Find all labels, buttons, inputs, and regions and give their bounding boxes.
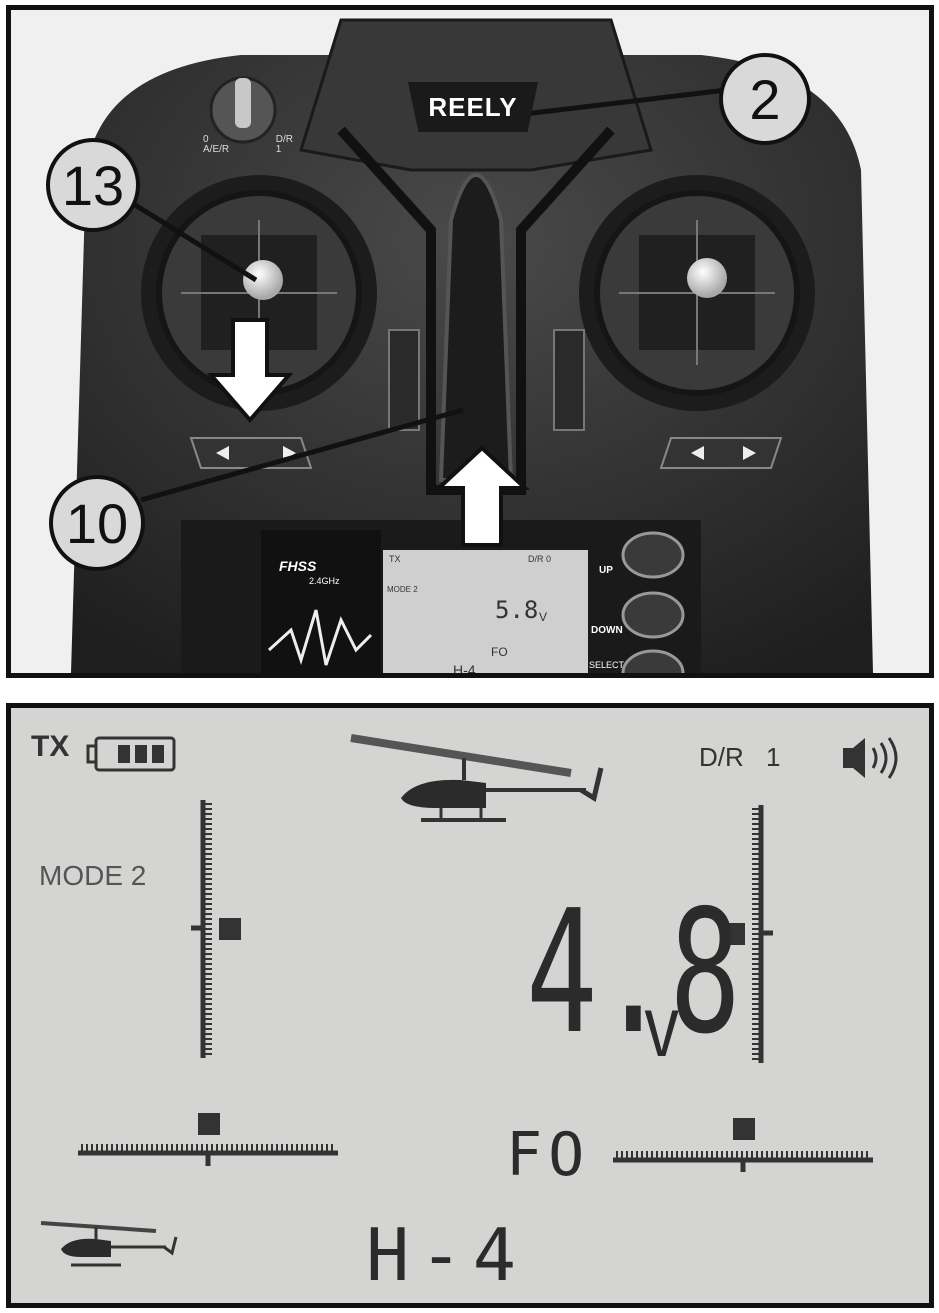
mode-label: MODE 2 — [39, 860, 147, 891]
mini-lcd: TX D/R 0 MODE 2 5.8 V FO H-4 — [383, 550, 588, 673]
small-helicopter-icon — [40, 1221, 178, 1267]
helicopter-icon — [350, 734, 604, 822]
voltage-unit: V — [643, 998, 681, 1071]
model-name: H-4 — [366, 1213, 527, 1297]
battery-icon — [86, 736, 176, 772]
mini-fo: FO — [491, 645, 508, 659]
dr-value: 1 — [766, 742, 781, 772]
fhss-label: FHSS — [279, 558, 317, 574]
switch-label-left: 0 A/E/R — [203, 134, 230, 155]
left-horizontal-trim-bar — [78, 1113, 338, 1166]
flight-mode-label: FO — [506, 1120, 591, 1190]
left-vertical-trim-bar — [191, 800, 241, 1058]
tx-label: TX — [31, 730, 70, 763]
mini-voltage: 5.8 — [495, 596, 539, 624]
lcd-display: TX D/R 1 MODE 2 4. — [6, 703, 934, 1308]
callout-13: 13 — [46, 138, 140, 232]
switch-label-right: D/R 1 — [275, 134, 293, 155]
frequency-label: 2.4GHz — [309, 576, 340, 586]
right-horizontal-trim-bar — [613, 1118, 873, 1172]
button-up-label: UP — [599, 565, 613, 576]
mini-model: H-4 — [453, 662, 476, 678]
toggle-switch-labels: 0 A/E/R D/R 1 — [203, 135, 293, 155]
right-vertical-trim-bar — [723, 805, 773, 1063]
mini-tx: TX — [389, 554, 401, 564]
transmitter-photo: REELY 0 A/E/R D/R 1 2 13 10 FHSS 2.4GHz … — [6, 5, 934, 678]
brand-logo: REELY — [408, 82, 538, 132]
mini-mode: MODE 2 — [387, 585, 418, 594]
dr-label: D/R — [699, 742, 744, 772]
speaker-icon — [843, 737, 898, 779]
brand-name: REELY — [428, 91, 518, 122]
mini-dr: D/R 0 — [528, 554, 552, 564]
voltage-readout: 4.8 — [526, 874, 741, 1072]
callout-2: 2 — [719, 53, 811, 145]
button-select-label: SELECT — [589, 660, 625, 670]
button-down-label: DOWN — [591, 625, 623, 636]
callout-10: 10 — [49, 475, 145, 571]
mini-unit: V — [539, 610, 548, 624]
